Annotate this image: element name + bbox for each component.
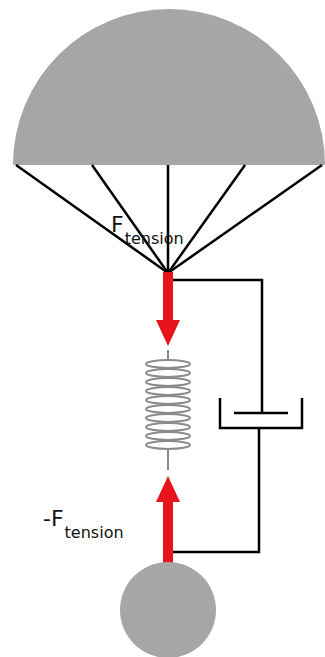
- force-symbol: F: [111, 214, 124, 236]
- force-symbol: -F: [43, 508, 64, 530]
- suspension-lines: [16, 165, 322, 273]
- tension-arrows: [156, 272, 180, 565]
- force-subscript: tension: [125, 231, 184, 247]
- payload-ball: [120, 562, 216, 657]
- spring-symbol: [146, 350, 190, 470]
- parachute-canopy: [13, 9, 325, 165]
- force-subscript: tension: [65, 525, 124, 541]
